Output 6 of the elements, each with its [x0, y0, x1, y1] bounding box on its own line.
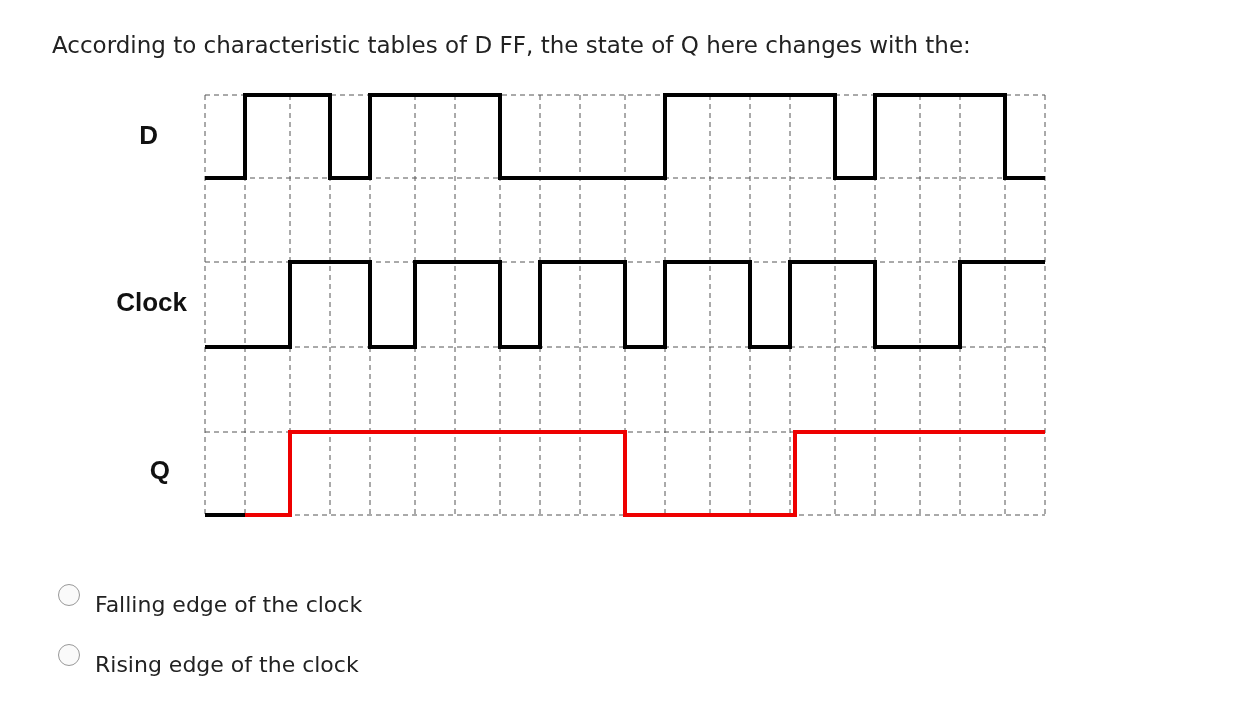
option-label: Rising edge of the clock	[95, 652, 359, 677]
signal-label: Q	[149, 455, 170, 486]
signal-label: Clock	[116, 287, 187, 318]
option-label: Falling edge of the clock	[95, 592, 363, 617]
question-text: According to characteristic tables of D FF, the state of Q here changes with the:	[52, 32, 971, 58]
signal-label: D	[139, 120, 158, 151]
